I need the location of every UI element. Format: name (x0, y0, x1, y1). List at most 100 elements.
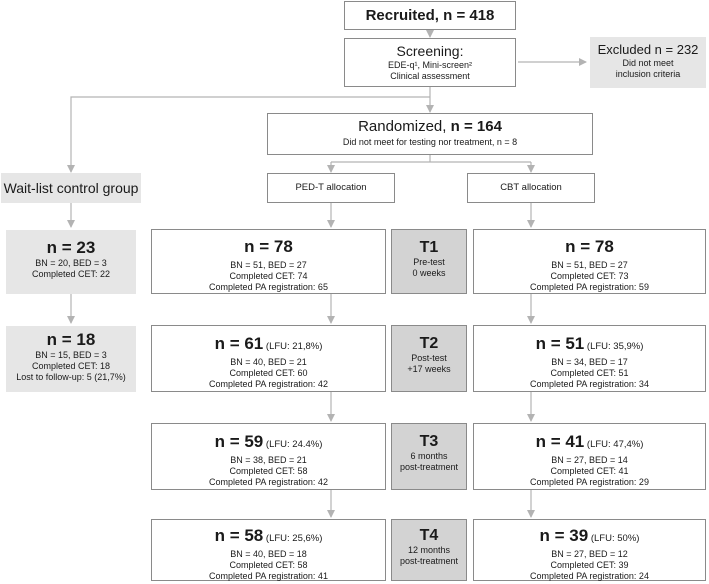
timepoint-t2-line1: Post-test (411, 353, 447, 363)
waitlist-box-2-line3: Lost to follow-up: 5 (21,7%) (16, 372, 126, 382)
timepoint-t3: T3 6 months post-treatment (391, 423, 467, 490)
waitlist-box-1-line1: BN = 20, BED = 3 (35, 258, 107, 268)
timepoint-t2-id: T2 (419, 335, 439, 352)
cbt-t1-bn: BN = 51, BED = 27 (551, 260, 628, 270)
screening-line2: Clinical assessment (390, 71, 470, 81)
pedt-t3-n: n = 59 (214, 432, 264, 451)
pedt-t1-n: n = 78 (244, 237, 293, 256)
recruited-box: Recruited, n = 418 (344, 1, 516, 30)
pedt-t1-pa: Completed PA registration: 65 (209, 282, 328, 292)
cbt-t3-cet: Completed CET: 41 (550, 466, 629, 476)
pedt-t4-bn: BN = 40, BED = 18 (230, 549, 307, 559)
cbt-allocation-box: CBT allocation (467, 173, 595, 203)
cbt-t1-pa: Completed PA registration: 59 (530, 282, 649, 292)
excluded-box: Excluded n = 232 Did not meet inclusion … (590, 37, 706, 88)
cbt-t2-n-line: n = 51 (LFU: 35,9%) (474, 334, 705, 357)
pedt-t4-pa: Completed PA registration: 41 (209, 571, 328, 581)
cbt-box-t2: n = 51 (LFU: 35,9%) BN = 34, BED = 17 Co… (473, 325, 706, 392)
pedt-t1-bn: BN = 51, BED = 27 (230, 260, 307, 270)
pedt-t2-lfu: (LFU: 21,8%) (263, 341, 323, 352)
timepoint-t4-line1: 12 months (407, 545, 451, 555)
cbt-t2-cet: Completed CET: 51 (550, 368, 629, 378)
pedt-allocation-label: PED-T allocation (295, 182, 367, 193)
arrow-to-waitlist (67, 96, 430, 173)
pedt-t1-cet: Completed CET: 74 (229, 271, 308, 281)
randomized-title: Randomized, n = 164 (268, 117, 592, 137)
pedt-t3-bn: BN = 38, BED = 21 (230, 455, 307, 465)
waitlist-label: Wait-list control group (3, 180, 139, 196)
screening-box: Screening: EDE-q¹, Mini-screen² Clinical… (344, 38, 516, 87)
cbt-t3-n-line: n = 41 (LFU: 47,4%) (474, 432, 705, 455)
pedt-box-t2: n = 61 (LFU: 21,8%) BN = 40, BED = 21 Co… (151, 325, 386, 392)
pedt-t2-n-line: n = 61 (LFU: 21,8%) (152, 334, 385, 357)
screening-title: Screening: (396, 43, 464, 59)
timepoint-t3-id: T3 (419, 433, 439, 450)
pedt-box-t3: n = 59 (LFU: 24.4%) BN = 38, BED = 21 Co… (151, 423, 386, 490)
pedt-t2-pa: Completed PA registration: 42 (209, 379, 328, 389)
pedt-t2-bn: BN = 40, BED = 21 (230, 357, 307, 367)
pedt-t2-n: n = 61 (214, 334, 264, 353)
waitlist-header: Wait-list control group (1, 173, 141, 203)
pedt-t3-lfu: (LFU: 24.4%) (263, 439, 323, 450)
timepoint-t3-line1: 6 months (410, 451, 448, 461)
recruited-label: Recruited, n = 418 (365, 7, 495, 24)
timepoint-t1: T1 Pre-test 0 weeks (391, 229, 467, 294)
pedt-t4-cet: Completed CET: 58 (229, 560, 308, 570)
pedt-t3-cet: Completed CET: 58 (229, 466, 308, 476)
cbt-t3-lfu: (LFU: 47,4%) (584, 439, 644, 450)
timepoint-t3-line2: post-treatment (399, 462, 459, 472)
pedt-t2-cet: Completed CET: 60 (229, 368, 308, 378)
randomized-n: n = 164 (450, 118, 502, 135)
pedt-t4-lfu: (LFU: 25,6%) (263, 533, 323, 544)
cbt-t2-pa: Completed PA registration: 34 (530, 379, 649, 389)
timepoint-t1-id: T1 (419, 239, 439, 256)
cbt-t1-n: n = 78 (565, 237, 614, 256)
pedt-t3-pa: Completed PA registration: 42 (209, 477, 328, 487)
cbt-t4-cet: Completed CET: 39 (550, 560, 629, 570)
cbt-t4-bn: BN = 27, BED = 12 (551, 549, 628, 559)
waitlist-box-2: n = 18 BN = 15, BED = 3 Completed CET: 1… (6, 326, 136, 392)
randomized-sub: Did not meet for testing nor treatment, … (342, 137, 518, 147)
cbt-box-t1: n = 78 BN = 51, BED = 27 Completed CET: … (473, 229, 706, 294)
waitlist-box-2-line2: Completed CET: 18 (31, 361, 111, 371)
timepoint-t2: T2 Post-test +17 weeks (391, 325, 467, 392)
waitlist-box-1: n = 23 BN = 20, BED = 3 Completed CET: 2… (6, 230, 136, 294)
cbt-t1-cet: Completed CET: 73 (550, 271, 629, 281)
cbt-t1-n-line: n = 78 (474, 237, 705, 260)
screening-line1: EDE-q¹, Mini-screen² (387, 60, 472, 70)
cbt-t4-n-line: n = 39 (LFU: 50%) (474, 526, 705, 549)
randomized-box: Randomized, n = 164 Did not meet for tes… (267, 113, 593, 155)
timepoint-t2-line2: +17 weeks (407, 364, 451, 374)
cbt-t2-lfu: (LFU: 35,9%) (584, 341, 644, 352)
timepoint-t1-line1: Pre-test (413, 257, 445, 267)
excluded-line1: Did not meet (622, 58, 674, 68)
cbt-box-t3: n = 41 (LFU: 47,4%) BN = 27, BED = 14 Co… (473, 423, 706, 490)
cbt-t3-pa: Completed PA registration: 29 (530, 477, 649, 487)
cbt-box-t4: n = 39 (LFU: 50%) BN = 27, BED = 12 Comp… (473, 519, 706, 581)
waitlist-box-1-line2: Completed CET: 22 (31, 269, 111, 279)
cbt-t2-n: n = 51 (535, 334, 585, 353)
timepoint-t4-line2: post-treatment (399, 556, 459, 566)
cbt-t4-n: n = 39 (539, 526, 589, 545)
cbt-t3-n: n = 41 (535, 432, 585, 451)
pedt-t4-n-line: n = 58 (LFU: 25,6%) (152, 526, 385, 549)
cbt-allocation-label: CBT allocation (500, 182, 562, 193)
excluded-title: Excluded n = 232 (597, 42, 699, 57)
cbt-t4-pa: Completed PA registration: 24 (530, 571, 649, 581)
cbt-t2-bn: BN = 34, BED = 17 (551, 357, 628, 367)
cbt-t4-lfu: (LFU: 50%) (588, 533, 640, 544)
pedt-t1-n-line: n = 78 (152, 237, 385, 260)
waitlist-box-2-line1: BN = 15, BED = 3 (35, 350, 107, 360)
randomized-label: Randomized, (358, 118, 451, 135)
timepoint-t1-line2: 0 weeks (412, 268, 446, 278)
pedt-box-t4: n = 58 (LFU: 25,6%) BN = 40, BED = 18 Co… (151, 519, 386, 581)
timepoint-t4: T4 12 months post-treatment (391, 519, 467, 581)
waitlist-box-2-n: n = 18 (46, 330, 96, 349)
timepoint-t4-id: T4 (419, 527, 439, 544)
waitlist-box-1-n: n = 23 (46, 238, 96, 257)
pedt-allocation-box: PED-T allocation (267, 173, 395, 203)
pedt-t4-n: n = 58 (214, 526, 264, 545)
pedt-t3-n-line: n = 59 (LFU: 24.4%) (152, 432, 385, 455)
cbt-t3-bn: BN = 27, BED = 14 (551, 455, 628, 465)
